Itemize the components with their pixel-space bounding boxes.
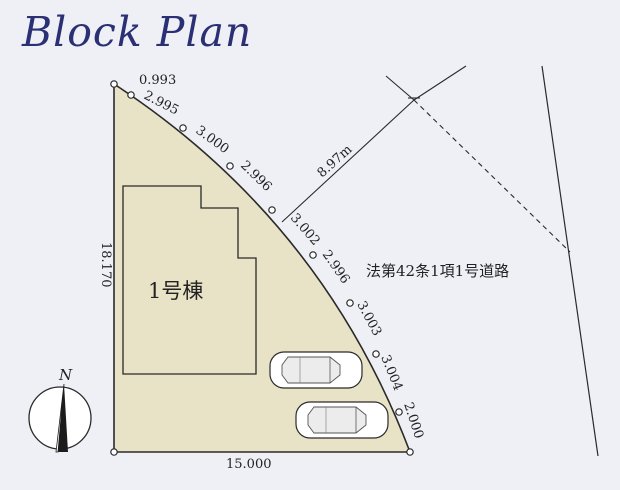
arc-segment-length: 2.000 (400, 401, 426, 441)
bottom-side-length: 15.000 (226, 457, 272, 472)
arc-segment-length: 2.996 (319, 248, 353, 287)
road-centerline-dashed (413, 99, 571, 253)
compass-north-label: N (58, 366, 73, 384)
arc-segment-length: 3.003 (353, 299, 384, 339)
road-label: 法第42条1項1号道路 (366, 262, 509, 280)
reference-tick (385, 75, 415, 101)
frontage-distance-label: 8.97m (315, 142, 356, 181)
page-title: Block Plan (22, 8, 253, 56)
building-outline (122, 185, 257, 375)
reference-tick (413, 65, 467, 101)
building-label: 1号棟 (148, 279, 203, 303)
road-edge-line (541, 65, 599, 457)
car-icon (269, 351, 363, 389)
boundary-points (110, 80, 414, 456)
north-arrow-icon (28, 383, 92, 453)
frontage-distance-line (281, 99, 415, 223)
left-side-length: 18.170 (98, 242, 113, 288)
arc-segment-length: 3.002 (287, 211, 323, 249)
car-icon (295, 401, 389, 439)
arc-segment-length: 0.993 (139, 73, 176, 88)
